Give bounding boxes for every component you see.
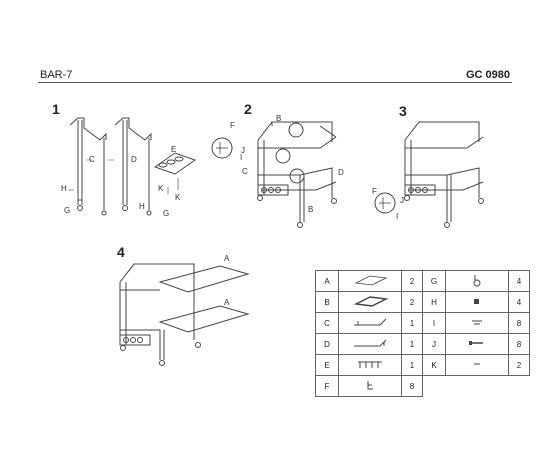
- part-id: K: [422, 354, 446, 376]
- frame-c-icon: [354, 318, 387, 326]
- pin-icon: [474, 363, 480, 365]
- step-number-2: 2: [244, 101, 252, 117]
- table-row: F 8: [315, 375, 530, 397]
- product-code: GC 0980: [465, 69, 510, 81]
- table-row: A 2 G 4: [315, 270, 530, 292]
- callout-i-3: I: [396, 212, 399, 221]
- part-qty: 4: [508, 270, 530, 292]
- callout-e: E: [171, 145, 177, 154]
- step1-drawing: [68, 117, 197, 216]
- part-qty: 4: [508, 291, 530, 313]
- part-qty: 2: [401, 291, 423, 313]
- bottle-holder-icon: [358, 361, 382, 368]
- callout-k-2: K: [175, 193, 181, 202]
- part-id: J: [422, 333, 446, 355]
- callout-f-3: F: [372, 187, 377, 196]
- glass-shelf-icon: [354, 275, 388, 286]
- step3-drawing: [374, 121, 484, 228]
- step4-drawing: [119, 263, 250, 366]
- callout-h-2: H: [139, 202, 145, 211]
- table-row: E 1 K 2: [315, 354, 530, 376]
- part-qty: 1: [401, 354, 423, 376]
- callout-g-2: G: [163, 209, 170, 218]
- tray-icon: [353, 296, 389, 307]
- callout-b: B: [276, 114, 282, 123]
- callout-c: C: [89, 155, 95, 164]
- cap-icon: [474, 299, 479, 304]
- table-row: C 1 I 8: [315, 312, 530, 334]
- step-number-1: 1: [52, 101, 60, 117]
- header-rule: [38, 82, 512, 83]
- callout-a-2: A: [224, 298, 230, 307]
- frame-d-icon: [354, 339, 387, 347]
- step2-drawing: [211, 121, 337, 228]
- callout-c-2: C: [242, 167, 248, 176]
- part-qty: 8: [401, 375, 423, 397]
- step-number-3: 3: [399, 103, 407, 119]
- callout-a: A: [224, 254, 230, 263]
- part-id: G: [422, 270, 446, 292]
- callout-f: F: [230, 121, 235, 130]
- callout-h: H: [61, 184, 67, 193]
- part-qty: 2: [401, 270, 423, 292]
- screw-icon: [469, 341, 483, 345]
- callout-i: I: [240, 153, 243, 162]
- part-id: E: [315, 354, 339, 376]
- bracket-icon: [367, 381, 373, 390]
- callout-j-3: J: [400, 196, 404, 205]
- bolt-icon: [472, 320, 482, 325]
- parts-table: A 2 G 4 B 2 H 4 C 1 I 8 D 1 J 8 E 1 K 2: [315, 270, 530, 397]
- part-id: H: [422, 291, 446, 313]
- part-id: A: [315, 270, 339, 292]
- callout-k: K: [158, 184, 164, 193]
- callout-j: J: [241, 146, 245, 155]
- part-qty: 1: [401, 312, 423, 334]
- part-qty: 8: [508, 312, 530, 334]
- table-row: D 1 J 8: [315, 333, 530, 355]
- part-id: C: [315, 312, 339, 334]
- callout-d-2: D: [338, 168, 344, 177]
- callout-b-2: B: [308, 205, 314, 214]
- caster-wheel-icon: [473, 275, 481, 287]
- part-qty: 8: [508, 333, 530, 355]
- part-id: F: [315, 375, 339, 397]
- part-id: D: [315, 333, 339, 355]
- part-id: I: [422, 312, 446, 334]
- model-name: BAR-7: [40, 69, 73, 81]
- part-qty: 1: [401, 333, 423, 355]
- callout-d: D: [131, 155, 137, 164]
- callout-g: G: [64, 206, 71, 215]
- part-qty: 2: [508, 354, 530, 376]
- step-number-4: 4: [117, 244, 125, 260]
- part-id: B: [315, 291, 339, 313]
- table-row: B 2 H 4: [315, 291, 530, 313]
